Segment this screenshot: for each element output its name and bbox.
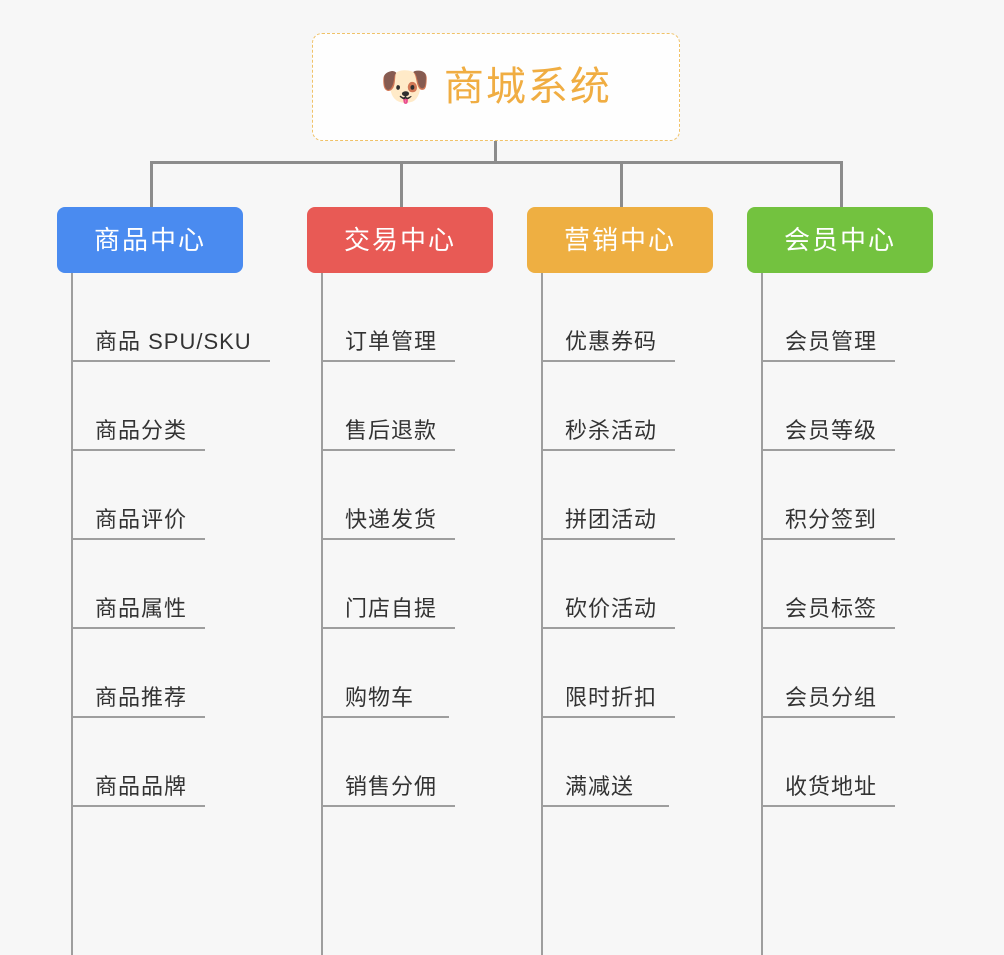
leaf-item[interactable]: 售后退款 xyxy=(321,362,456,451)
leaf-item[interactable]: 商品评价 xyxy=(71,451,206,540)
branch-drop-connector xyxy=(150,161,153,208)
leaf-item[interactable]: 秒杀活动 xyxy=(541,362,676,451)
leaf-item[interactable]: 会员标签 xyxy=(761,540,896,629)
leaf-item-label: 拼团活动 xyxy=(565,506,658,532)
leaf-item-label: 积分签到 xyxy=(785,506,878,532)
root-node-shop-system[interactable]: 🐶 商城系统 xyxy=(312,33,680,141)
leaf-item-label: 满减送 xyxy=(565,773,635,799)
leaf-item-label: 秒杀活动 xyxy=(565,417,658,443)
leaf-item-label: 收货地址 xyxy=(785,773,878,799)
leaf-list-product-center: 商品 SPU/SKU 商品分类 商品评价 商品属性 商品推荐 商品品牌 xyxy=(71,273,281,807)
shiba-dog-icon: 🐶 xyxy=(380,65,430,109)
leaf-item[interactable]: 购物车 xyxy=(321,629,449,718)
leaf-item[interactable]: 快递发货 xyxy=(321,451,456,540)
leaf-spine xyxy=(321,273,323,955)
leaf-item-label: 砍价活动 xyxy=(565,595,658,621)
leaf-item-label: 购物车 xyxy=(345,684,415,710)
category-label: 营销中心 xyxy=(563,225,676,255)
leaf-item[interactable]: 订单管理 xyxy=(321,273,456,362)
leaf-item-label: 商品品牌 xyxy=(95,773,188,799)
branch-drop-connector xyxy=(840,161,843,208)
leaf-item-label: 快递发货 xyxy=(345,506,438,532)
leaf-item[interactable]: 会员管理 xyxy=(761,273,896,362)
branch-drop-connector xyxy=(400,161,403,208)
leaf-item[interactable]: 砍价活动 xyxy=(541,540,676,629)
leaf-item-label: 商品评价 xyxy=(95,506,188,532)
category-label: 商品中心 xyxy=(93,225,206,255)
category-label: 交易中心 xyxy=(343,225,456,255)
category-box-member-center[interactable]: 会员中心 xyxy=(747,207,933,273)
leaf-item-label: 会员等级 xyxy=(785,417,878,443)
leaf-item[interactable]: 优惠券码 xyxy=(541,273,676,362)
leaf-item-label: 门店自提 xyxy=(345,595,438,621)
leaf-item-label: 会员分组 xyxy=(785,684,878,710)
leaf-item[interactable]: 门店自提 xyxy=(321,540,456,629)
branch-bus-connector xyxy=(150,161,840,164)
leaf-item-label: 销售分佣 xyxy=(345,773,438,799)
leaf-spine xyxy=(541,273,543,955)
leaf-item[interactable]: 会员等级 xyxy=(761,362,896,451)
category-box-product-center[interactable]: 商品中心 xyxy=(57,207,243,273)
leaf-item[interactable]: 积分签到 xyxy=(761,451,896,540)
leaf-item[interactable]: 会员分组 xyxy=(761,629,896,718)
leaf-item[interactable]: 商品推荐 xyxy=(71,629,206,718)
branch-drop-connector xyxy=(620,161,623,208)
category-box-trade-center[interactable]: 交易中心 xyxy=(307,207,493,273)
leaf-item-label: 商品推荐 xyxy=(95,684,188,710)
leaf-list-marketing-center: 优惠券码 秒杀活动 拼团活动 砍价活动 限时折扣 满减送 xyxy=(541,273,751,807)
root-node-label: 商城系统 xyxy=(443,65,612,109)
root-trunk-connector xyxy=(494,141,497,163)
leaf-item[interactable]: 满减送 xyxy=(541,718,669,807)
leaf-list-trade-center: 订单管理 售后退款 快递发货 门店自提 购物车 销售分佣 xyxy=(321,273,531,807)
leaf-item-label: 商品 SPU/SKU xyxy=(95,328,252,354)
category-label: 会员中心 xyxy=(783,225,896,255)
category-box-marketing-center[interactable]: 营销中心 xyxy=(527,207,713,273)
leaf-spine xyxy=(71,273,73,955)
leaf-item[interactable]: 商品属性 xyxy=(71,540,206,629)
leaf-item-label: 会员管理 xyxy=(785,328,878,354)
leaf-item-label: 订单管理 xyxy=(345,328,438,354)
leaf-item[interactable]: 商品 SPU/SKU xyxy=(71,273,270,362)
leaf-item[interactable]: 商品分类 xyxy=(71,362,206,451)
leaf-list-member-center: 会员管理 会员等级 积分签到 会员标签 会员分组 收货地址 xyxy=(761,273,971,807)
leaf-item-label: 优惠券码 xyxy=(565,328,658,354)
leaf-item-label: 会员标签 xyxy=(785,595,878,621)
leaf-spine xyxy=(761,273,763,955)
leaf-item-label: 售后退款 xyxy=(345,417,438,443)
leaf-item-label: 限时折扣 xyxy=(565,684,658,710)
leaf-item[interactable]: 收货地址 xyxy=(761,718,896,807)
mindmap-canvas: 🐶 商城系统 商品中心 商品 SPU/SKU 商品分类 商品评价 商品属性 商品… xyxy=(57,33,971,955)
leaf-item[interactable]: 销售分佣 xyxy=(321,718,456,807)
leaf-item-label: 商品属性 xyxy=(95,595,188,621)
leaf-item[interactable]: 限时折扣 xyxy=(541,629,676,718)
leaf-item-label: 商品分类 xyxy=(95,417,188,443)
leaf-item[interactable]: 拼团活动 xyxy=(541,451,676,540)
leaf-item[interactable]: 商品品牌 xyxy=(71,718,206,807)
